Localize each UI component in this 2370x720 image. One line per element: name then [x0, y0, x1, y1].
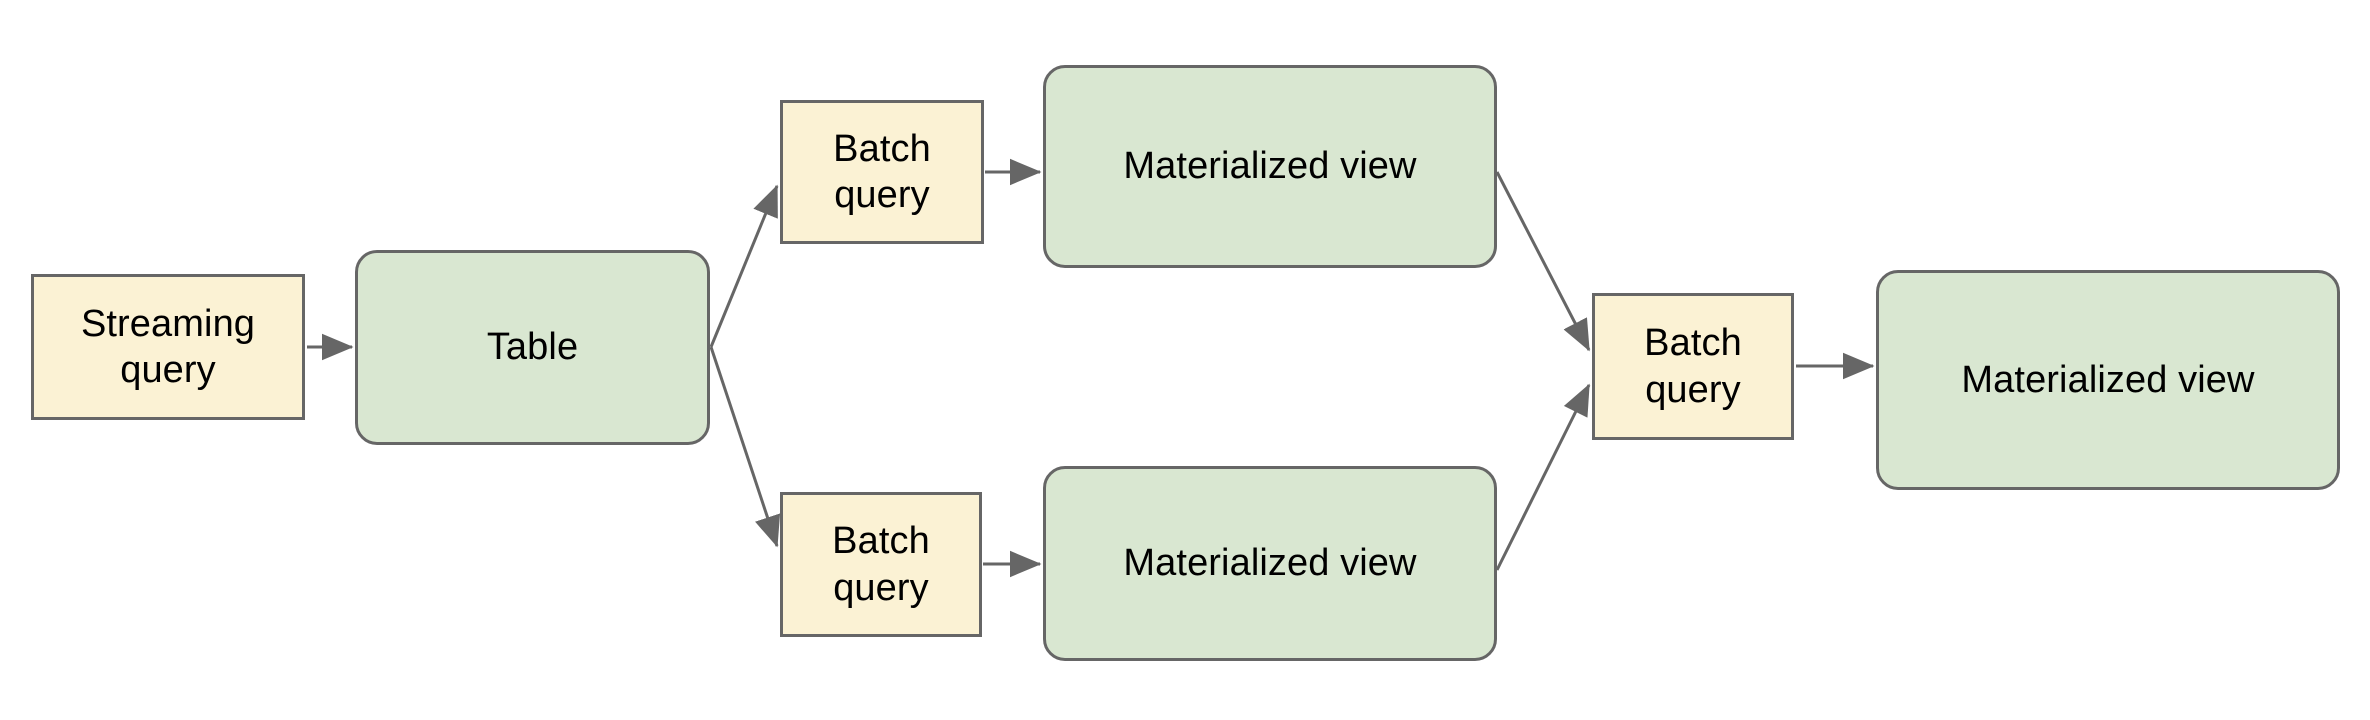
node-streaming-query-label: Streaming query [80, 302, 256, 391]
node-streaming-query[interactable]: Streaming query [31, 274, 305, 420]
edge-table-to-batch-bottom [709, 346, 781, 548]
node-batch-query-middle-label: Batch query [1644, 322, 1742, 411]
edge-mv-bottom-to-batch-middle [1495, 383, 1591, 571]
node-batch-query-top[interactable]: Batch query [780, 100, 984, 244]
node-batch-query-bottom[interactable]: Batch query [780, 492, 982, 637]
edge-table-to-batch-top [709, 184, 779, 348]
node-materialized-view-bottom-label: Materialized view [1123, 542, 1417, 585]
node-batch-query-top-label: Batch query [833, 127, 931, 216]
node-table-label: Table [486, 326, 579, 369]
node-table[interactable]: Table [355, 250, 710, 445]
node-materialized-view-top-label: Materialized view [1123, 145, 1417, 188]
node-batch-query-middle[interactable]: Batch query [1592, 293, 1794, 440]
edge-mv-top-to-batch-middle [1495, 171, 1591, 352]
node-materialized-view-right[interactable]: Materialized view [1876, 270, 2340, 490]
node-materialized-view-right-label: Materialized view [1961, 358, 2255, 401]
node-materialized-view-top[interactable]: Materialized view [1043, 65, 1497, 268]
node-materialized-view-bottom[interactable]: Materialized view [1043, 466, 1497, 661]
node-batch-query-bottom-label: Batch query [832, 520, 930, 609]
